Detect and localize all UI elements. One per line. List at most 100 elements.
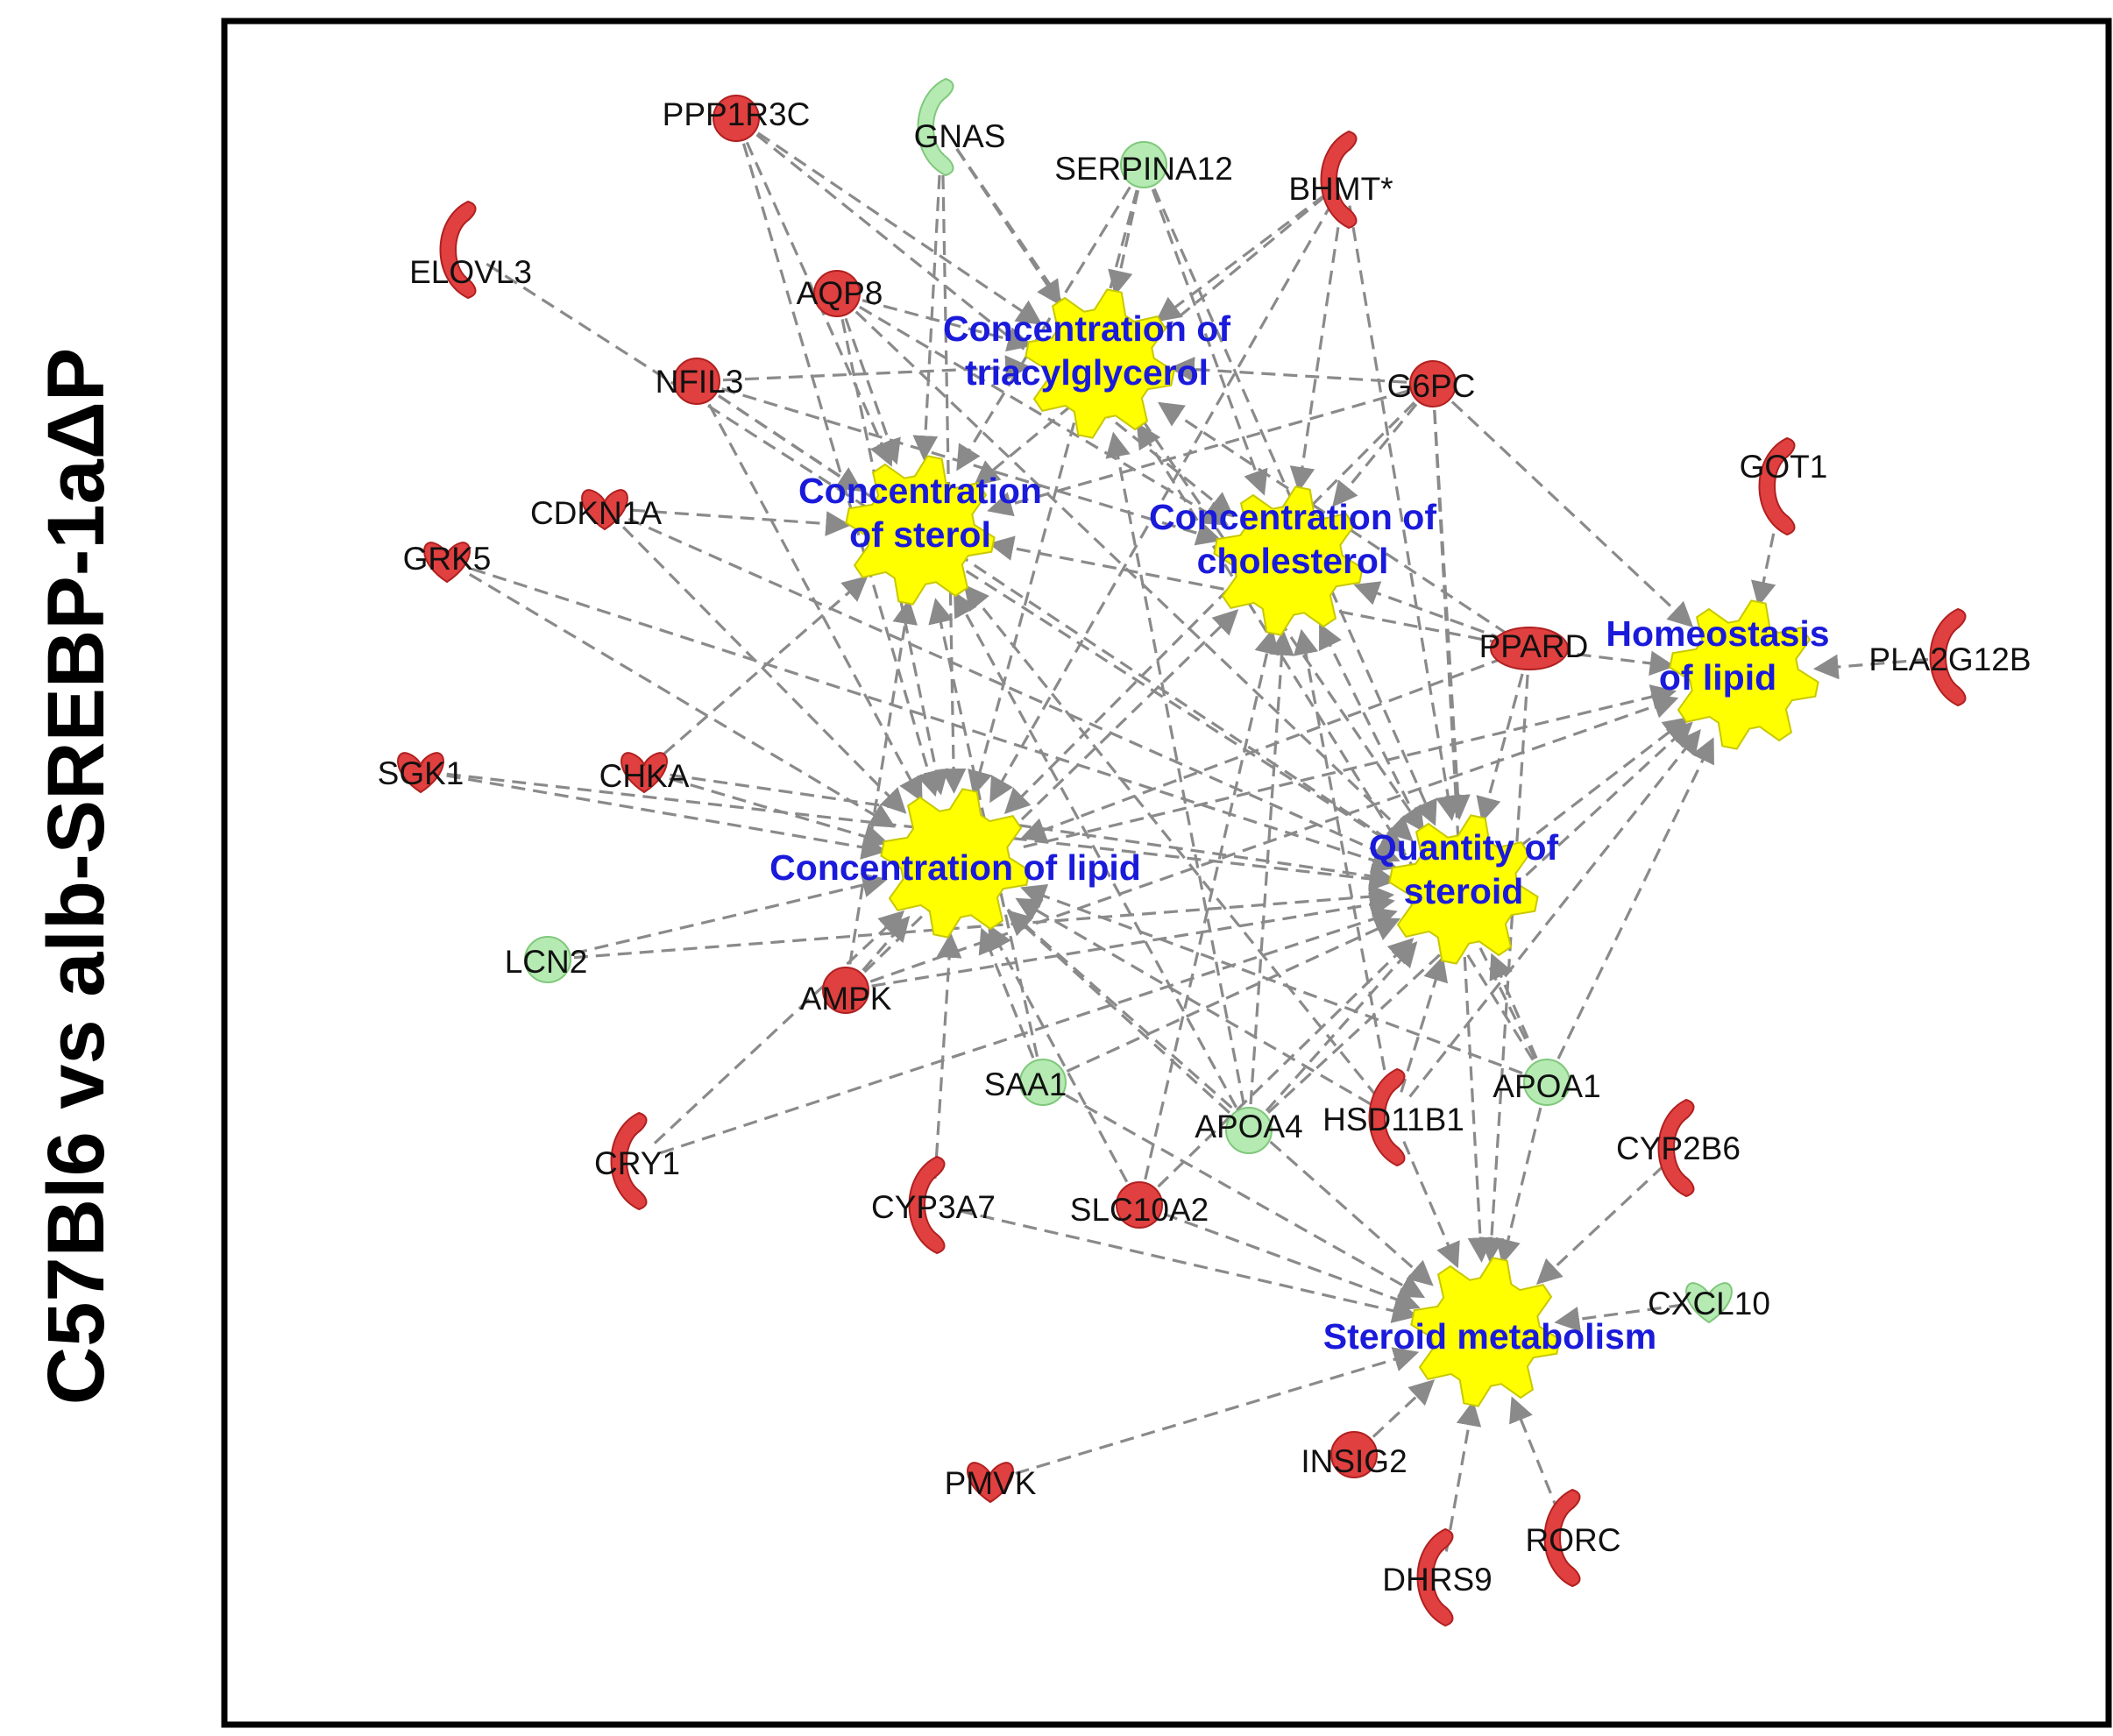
gene-node-CYP2B6[interactable]	[1657, 1098, 1695, 1198]
edge-CYP3A7-to-steroid_met	[958, 1209, 1418, 1323]
gene-node-HSD11B1[interactable]	[1368, 1067, 1406, 1167]
edge-CHKA-to-steroid_qty	[670, 773, 1395, 889]
edge-SLC10A2-to-steroid_qty	[1157, 938, 1415, 1188]
edge-BHMT-to-steroid_qty	[1348, 205, 1461, 821]
function-label-triacylglycerol: triacylglycerol	[965, 352, 1209, 393]
gene-node-INSIG2[interactable]	[1330, 1431, 1378, 1478]
edge-AMPK-to-sterol	[848, 599, 918, 965]
gene-label-CXCL10: CXCL10	[1648, 1286, 1770, 1321]
edge-CYP3A7-to-lipid	[933, 932, 962, 1180]
gene-node-SLC10A2[interactable]	[1116, 1181, 1163, 1229]
gene-node-RORC[interactable]	[1543, 1488, 1581, 1588]
edge-APOA1-to-steroid_met	[1495, 1107, 1542, 1265]
edge-CHKA-to-sterol	[663, 576, 869, 755]
gene-label-CYP3A7: CYP3A7	[871, 1189, 996, 1225]
gene-node-NFIL3[interactable]	[673, 358, 720, 405]
gene-node-PLA2G12B[interactable]	[1929, 607, 1967, 707]
edge-AQP8-to-cholesterol	[858, 305, 1229, 526]
gene-node-APOA4[interactable]	[1225, 1107, 1273, 1154]
function-label-homeostasis: Homeostasis	[1606, 613, 1829, 654]
edge-G6PC-to-triacylglycerol	[1168, 357, 1407, 384]
edges-layer	[446, 131, 1929, 1552]
gene-node-GNAS[interactable]	[917, 77, 954, 177]
gene-node-PMVK[interactable]	[967, 1462, 1014, 1504]
gene-node-CYP3A7[interactable]	[908, 1155, 946, 1255]
gene-label-GRK5: GRK5	[403, 541, 492, 577]
function-label-sterol: of sterol	[849, 514, 991, 555]
gene-node-AQP8[interactable]	[813, 270, 861, 317]
gene-label-SERPINA12: SERPINA12	[1054, 151, 1233, 187]
edge-LCN2-to-steroid_qty	[573, 883, 1395, 960]
edge-SLC10A2-to-cholesterol	[1144, 628, 1280, 1180]
edge-LCN2-to-lipid	[572, 872, 889, 955]
gene-node-APOA1[interactable]	[1523, 1059, 1571, 1106]
function-node-sterol[interactable]	[845, 455, 996, 606]
edge-steroid_qty-to-homeostasis	[1518, 717, 1690, 848]
gene-node-BHMT[interactable]	[1320, 130, 1358, 230]
edge-BHMT-to-triacylglycerol	[1155, 194, 1325, 322]
edge-GRK5-to-steroid_qty	[472, 567, 1398, 873]
function-node-triacylglycerol[interactable]	[1025, 288, 1175, 439]
gene-node-GOT1[interactable]	[1758, 436, 1796, 536]
function-label-steroid_qty: Quantity of	[1369, 827, 1559, 868]
edge-lipid-to-steroid_met	[1006, 908, 1434, 1286]
edge-CHKA-to-lipid	[669, 776, 890, 849]
function-node-homeostasis[interactable]	[1669, 599, 1819, 750]
function-label-cholesterol: Concentration of	[1149, 497, 1436, 537]
gene-label-G6PC: G6PC	[1387, 368, 1476, 404]
edge-GRK5-to-lipid	[468, 572, 897, 828]
edge-GNAS-to-lipid	[940, 152, 967, 794]
edge-HSD11B1-to-lipid	[1015, 897, 1372, 1106]
gene-label-PPARD: PPARD	[1479, 628, 1589, 664]
gene-node-G6PC[interactable]	[1409, 360, 1457, 407]
function-node-cholesterol[interactable]	[1213, 485, 1364, 636]
gene-node-SAA1[interactable]	[1019, 1059, 1067, 1106]
edge-APOA4-to-lipid	[1006, 910, 1230, 1114]
edge-SLC10A2-to-lipid	[988, 924, 1129, 1183]
function-node-steroid_met[interactable]	[1410, 1257, 1561, 1407]
gene-label-BHMT: BHMT*	[1288, 171, 1393, 207]
gene-node-PPARD[interactable]	[1490, 627, 1569, 670]
edge-CRY1-to-lipid	[653, 910, 905, 1144]
edge-APOA4-to-steroid_qty	[1265, 941, 1418, 1112]
function-node-lipid[interactable]	[880, 788, 1031, 939]
gene-label-APOA1: APOA1	[1493, 1068, 1600, 1104]
edge-BHMT-to-cholesterol	[1289, 205, 1344, 492]
gene-node-LCN2[interactable]	[524, 936, 571, 983]
gene-label-CHKA: CHKA	[599, 758, 690, 794]
gene-node-DHRS9[interactable]	[1416, 1527, 1454, 1627]
edge-SERPINA12-to-triacylglycerol	[1108, 189, 1140, 296]
edge-PPARD-to-homeostasis	[1555, 650, 1676, 677]
gene-node-SGK1[interactable]	[397, 752, 444, 794]
edge-APOA1-to-steroid_qty	[1489, 953, 1538, 1059]
gene-node-CXCL10[interactable]	[1685, 1282, 1733, 1324]
gene-node-PPP1R3C[interactable]	[713, 95, 760, 142]
edge-AMPK-to-steroid_qty	[871, 892, 1395, 988]
gene-label-AQP8: AQP8	[797, 275, 883, 311]
edge-G6PC-to-sterol	[987, 389, 1408, 517]
gene-node-CDKN1A[interactable]	[581, 489, 628, 531]
edge-G6PC-to-homeostasis	[1450, 400, 1694, 627]
edge-PPP1R3C-to-triacylglycerol	[756, 131, 1043, 325]
edge-NFIL3-to-triacylglycerol	[722, 355, 1031, 382]
gene-label-AMPK: AMPK	[800, 981, 892, 1017]
edge-CYP2B6-to-steroid_met	[1535, 1165, 1665, 1286]
gene-label-CYP2B6: CYP2B6	[1616, 1130, 1741, 1166]
gene-label-APOA4: APOA4	[1195, 1109, 1302, 1144]
edge-G6PC-to-lipid	[1003, 401, 1415, 814]
gene-node-CRY1[interactable]	[610, 1111, 648, 1211]
gene-node-GRK5[interactable]	[423, 542, 471, 584]
gene-node-AMPK[interactable]	[822, 967, 869, 1014]
gene-node-ELOVL3[interactable]	[439, 200, 477, 300]
edge-HSD11B1-to-steroid_met	[1402, 1140, 1460, 1269]
function-label-cholesterol: cholesterol	[1197, 541, 1389, 581]
gene-label-GNAS: GNAS	[914, 118, 1006, 154]
labels-layer: Concentration oftriacylglycerolConcentra…	[378, 96, 2031, 1598]
gene-node-SERPINA12[interactable]	[1120, 141, 1167, 188]
gene-label-SLC10A2: SLC10A2	[1070, 1192, 1209, 1228]
function-node-steroid_qty[interactable]	[1388, 814, 1539, 965]
edge-SGK1-to-lipid	[446, 774, 888, 860]
edge-DHRS9-to-steroid_met	[1444, 1399, 1482, 1552]
gene-node-CHKA[interactable]	[620, 752, 668, 794]
gene-label-PPP1R3C: PPP1R3C	[663, 96, 811, 132]
